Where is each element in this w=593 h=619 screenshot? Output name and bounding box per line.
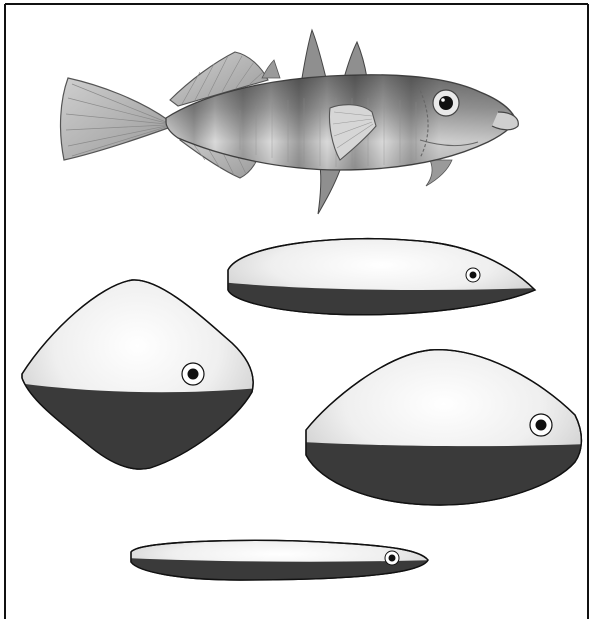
pelvic-spine (318, 166, 340, 214)
body-shape-slender-bottom (125, 540, 435, 590)
fish-eye-pupil (439, 96, 453, 110)
body-shape-deep-left (10, 280, 260, 480)
throat-spine (426, 160, 452, 186)
fish-eye-highlight (441, 98, 445, 102)
body-shape-elongated-top (220, 239, 540, 330)
dorsal-spine-2 (344, 42, 367, 78)
shape-right-eye-pupil (536, 420, 547, 431)
shape-bottom-eye-pupil (389, 555, 396, 562)
shape-right-belly (300, 442, 590, 520)
shape-left-belly (10, 382, 260, 480)
shape-top-eye-pupil (470, 272, 477, 279)
dorsal-spine-small (262, 60, 280, 78)
shape-left-eye-pupil (188, 369, 199, 380)
dorsal-spine-1 (302, 30, 326, 78)
body-shape-deep-right (300, 350, 590, 520)
fish-icon (61, 30, 519, 214)
